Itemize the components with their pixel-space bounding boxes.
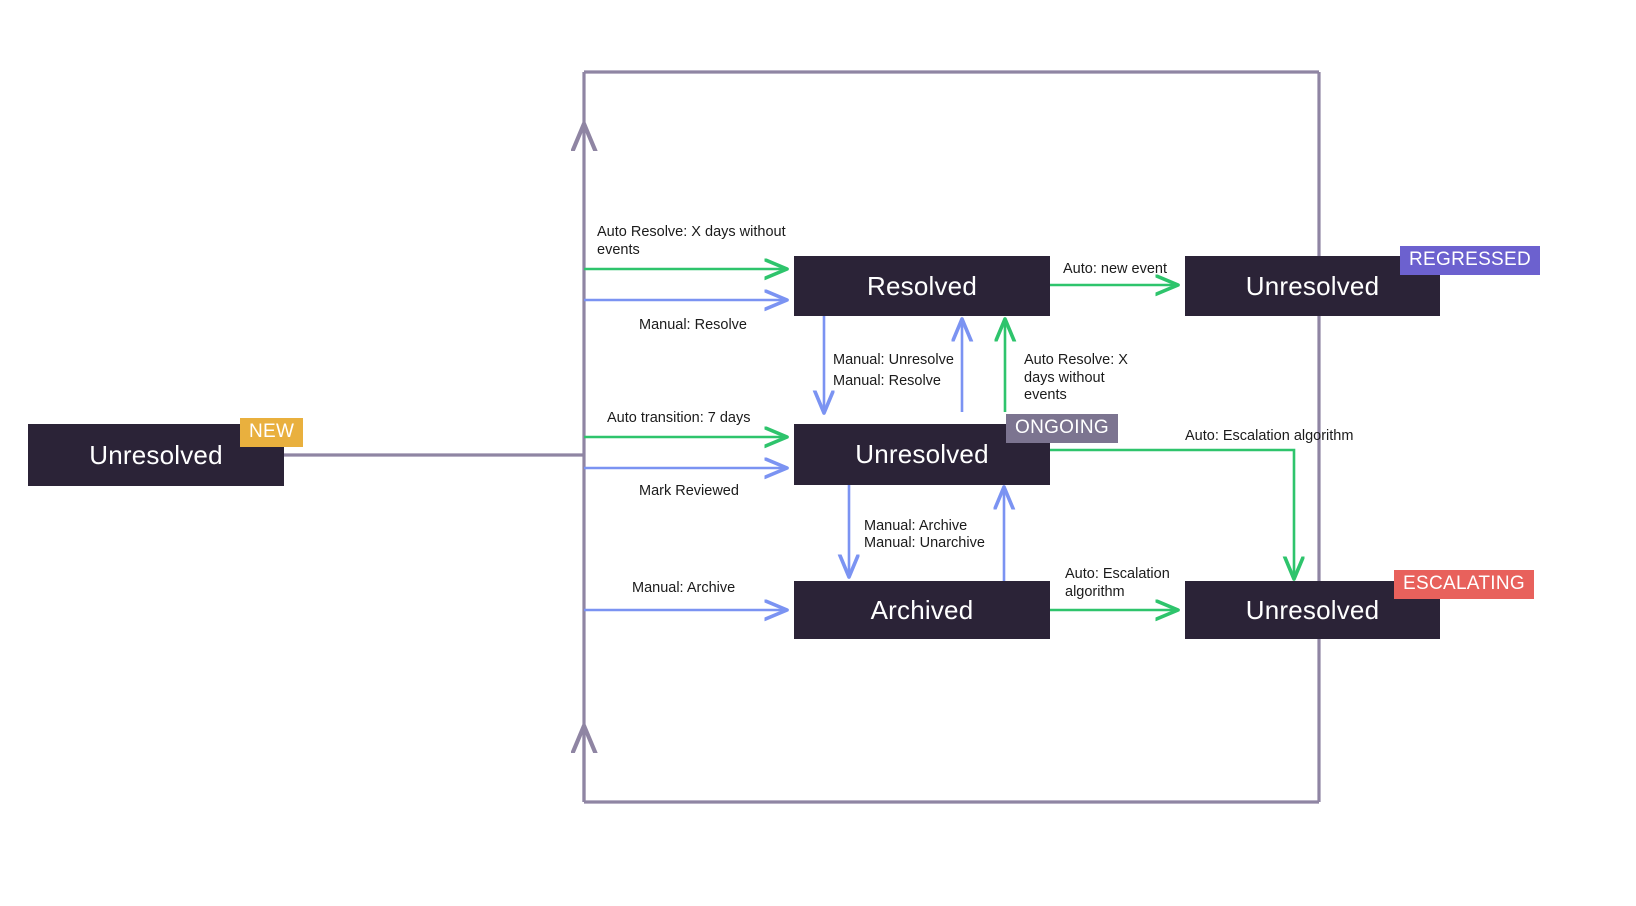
node-label: Unresolved xyxy=(1245,594,1380,625)
status-badge-ongoing: ONGOING xyxy=(1006,414,1118,443)
edge-label-mark-reviewed: Mark Reviewed xyxy=(639,483,739,499)
status-badge-regressed: REGRESSED xyxy=(1400,246,1541,275)
node-resolved[interactable]: Resolved xyxy=(794,256,1050,316)
edge-label-auto-escalation-right: Auto: Escalation algorithm xyxy=(1185,428,1354,444)
badge-label: NEW xyxy=(249,421,295,442)
node-ongoing-unresolved[interactable]: Unresolved xyxy=(794,424,1050,485)
node-label: Unresolved xyxy=(855,439,989,469)
badge-label: REGRESSED xyxy=(1409,249,1532,270)
edge-label-auto-resolve-top: Auto Resolve: X days without events xyxy=(597,224,786,258)
edge-label-auto-escalation-archived: Auto: Escalation algorithm xyxy=(1065,566,1170,600)
edge-label-auto-new-event: Auto: new event xyxy=(1063,261,1167,277)
node-label: Archived xyxy=(870,594,974,625)
edge-label-auto-transition-7-days: Auto transition: 7 days xyxy=(607,410,751,426)
badge-label: ONGOING xyxy=(1015,417,1109,438)
edge-label-manual-archive-bottom: Manual: Archive xyxy=(632,580,736,596)
status-badge-escalating: ESCALATING xyxy=(1394,570,1534,599)
edge-ongoing-to-escalating xyxy=(1050,448,1294,578)
node-label: Unresolved xyxy=(89,439,223,470)
edge-label-auto-resolve-mid: Auto Resolve: X days without events xyxy=(1024,352,1128,403)
badge-label: ESCALATING xyxy=(1403,573,1525,594)
node-label: Unresolved xyxy=(1245,270,1380,301)
edge-label-manual-resolve-top: Manual: Resolve xyxy=(639,317,747,333)
edge-label-manual-archive-mid: Manual: Archive xyxy=(864,518,968,534)
edge-label-manual-resolve-mid: Manual: Resolve xyxy=(833,373,941,389)
status-badge-new: NEW xyxy=(240,418,304,447)
node-archived[interactable]: Archived xyxy=(794,581,1050,639)
node-regressed-unresolved[interactable]: Unresolved xyxy=(1185,256,1440,316)
node-label: Resolved xyxy=(867,270,977,301)
edge-label-manual-unarchive-mid: Manual: Unarchive xyxy=(864,535,985,551)
edge-label-manual-unresolve: Manual: Unresolve xyxy=(833,352,954,368)
